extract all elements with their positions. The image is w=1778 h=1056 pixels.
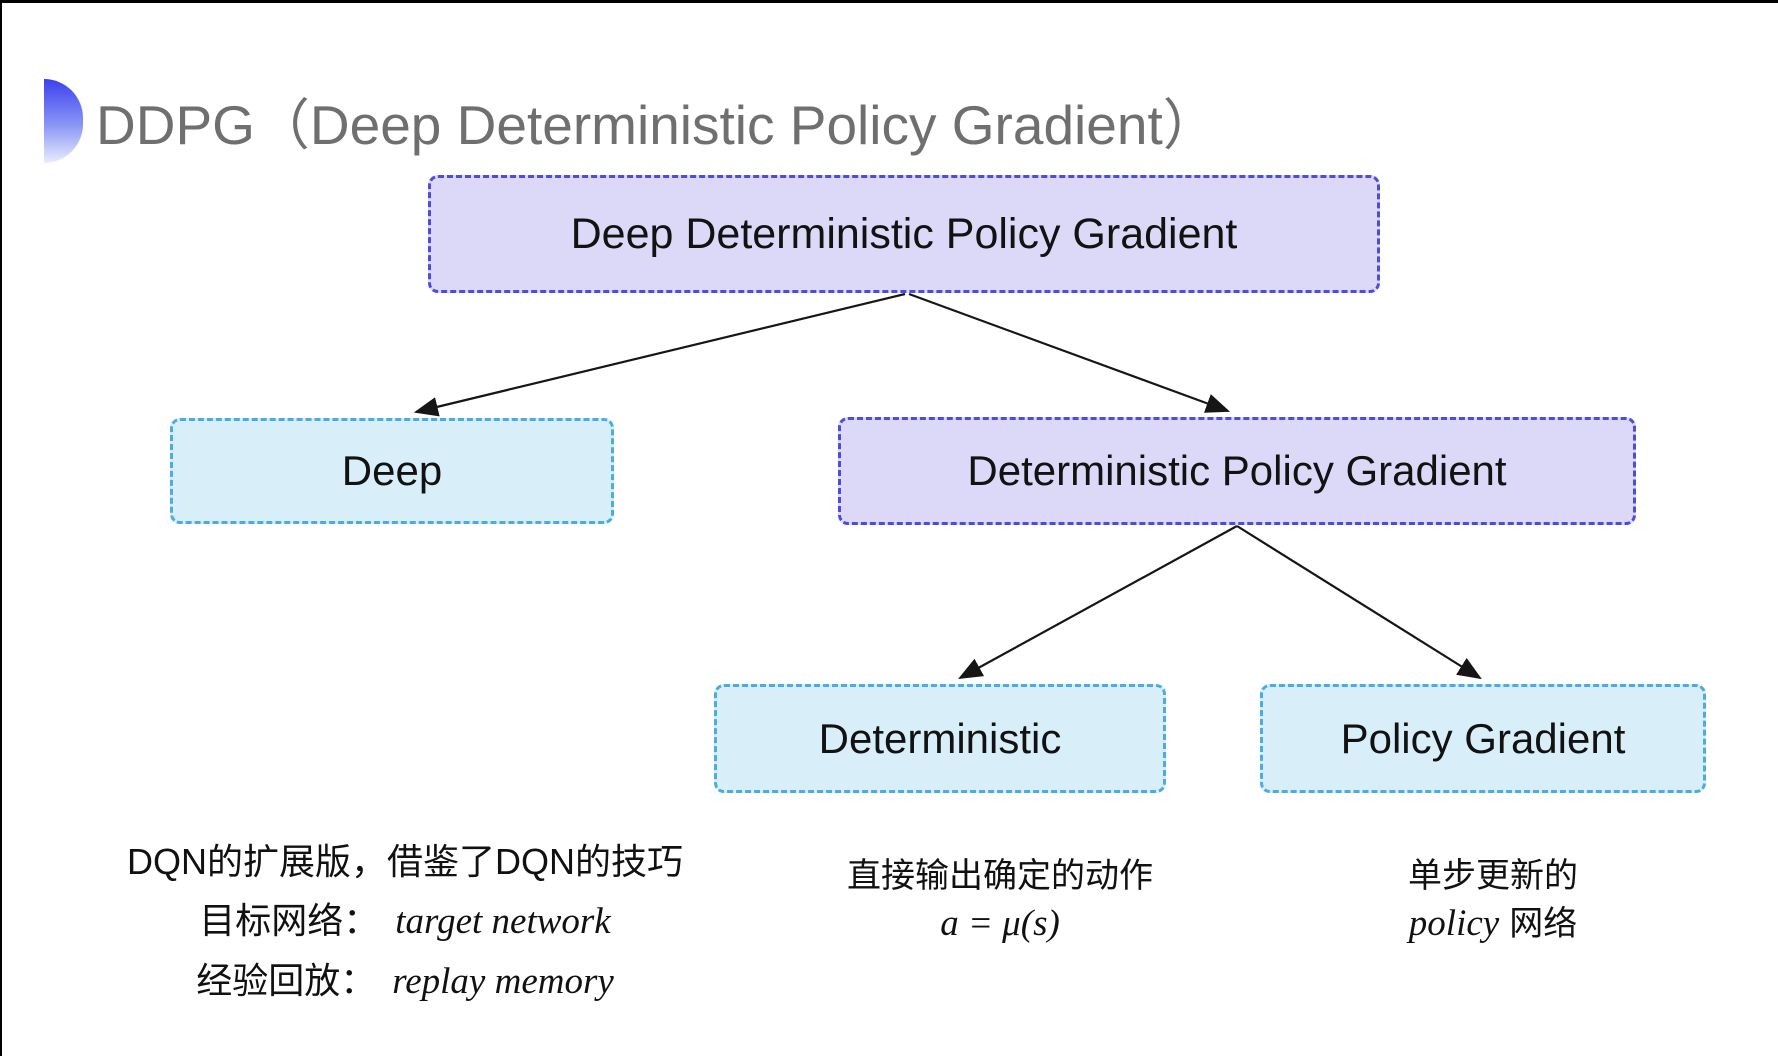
edge-root-to-deep [413,292,906,417]
page-title: DDPG（Deep Deterministic Policy Gradient） [96,94,1218,156]
edge-root-to-dpg [908,292,1231,413]
window-left-border [0,0,2,1056]
node-deterministic: Deterministic [714,684,1166,793]
policy-term: policy [1408,903,1500,944]
target-network-term: target network [395,901,611,942]
edge-dpg-to-policy-gradient [1236,525,1482,680]
replay-memory-term: replay memory [392,961,614,1002]
target-network-label: 目标网络： [199,900,380,941]
note-deep-dqn: DQN的扩展版，借鉴了DQN的技巧 目标网络： target network 经验… [100,832,710,1011]
note-policy-gradient-line1: 单步更新的 [1408,857,1578,895]
replay-memory-label: 经验回放： [196,960,377,1001]
note-deterministic: 直接输出确定的动作 a = μ(s) [800,853,1200,947]
note-deterministic-line1: 直接输出确定的动作 [847,857,1153,895]
note-deep-replay-memory: 经验回放： replay memory [100,951,710,1011]
edge-dpg-to-deterministic [958,525,1238,680]
node-deep-deterministic-policy-gradient: Deep Deterministic Policy Gradient [428,175,1380,293]
note-deep-line1: DQN的扩展版，借鉴了DQN的技巧 [127,841,683,882]
node-deterministic-policy-gradient: Deterministic Policy Gradient [838,417,1636,525]
policy-network-label: 网络 [1509,905,1578,943]
note-deterministic-formula: a = μ(s) [940,903,1060,944]
note-deep-target-network: 目标网络： target network [100,891,710,951]
node-policy-gradient: Policy Gradient [1260,684,1706,793]
node-deep: Deep [170,418,614,524]
window-top-border [0,0,1778,3]
